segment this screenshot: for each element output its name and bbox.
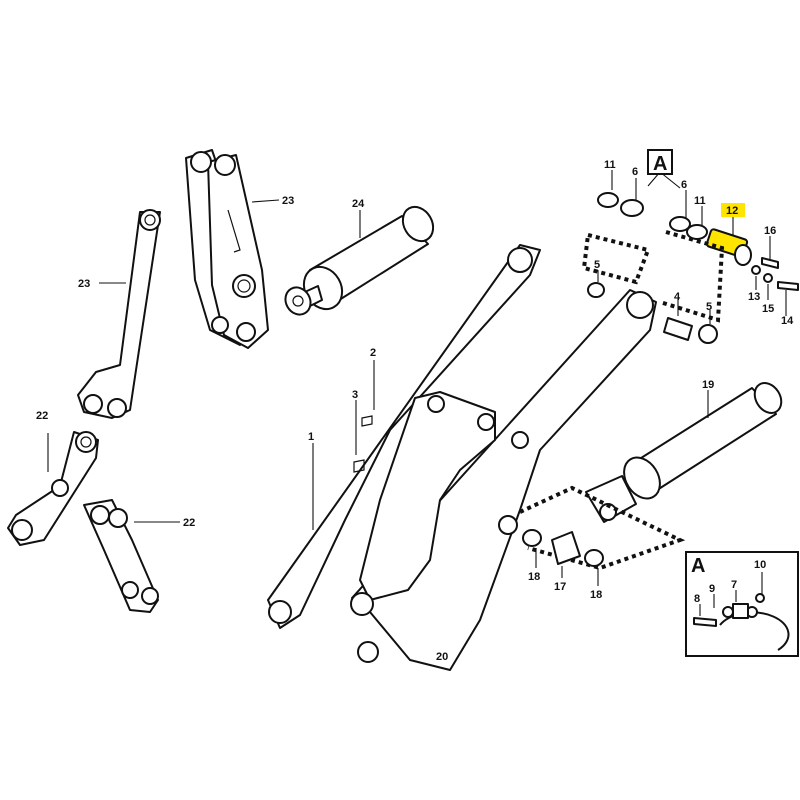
label-18b: 18 (590, 589, 602, 601)
label-8: 8 (694, 593, 700, 605)
label-11b: 11 (694, 195, 706, 207)
upper-pivot-hardware (581, 192, 799, 344)
detail-a-marker-box (647, 149, 673, 175)
label-5a: 5 (594, 259, 600, 271)
label-23b: 23 (282, 195, 294, 207)
label-14: 14 (781, 315, 794, 327)
label-5b: 5 (706, 301, 712, 313)
label-19: 19 (702, 379, 714, 391)
leader-lines (47, 170, 787, 586)
label-20: 20 (436, 651, 448, 663)
label-2: 2 (370, 347, 376, 359)
part-1-lift-arm (267, 244, 657, 671)
label-12-highlight (721, 203, 745, 217)
part-22-upper-link (7, 431, 99, 546)
label-18a: 18 (528, 571, 540, 583)
label-12: 12 (726, 205, 738, 217)
part-19-cylinder (585, 382, 783, 523)
label-6b: 6 (681, 179, 687, 191)
callout-labels: 23 23 24 22 22 1 2 3 19 11 6 6 11 12 16 … (36, 149, 794, 663)
label-22a: 22 (36, 410, 48, 422)
label-17: 17 (554, 581, 566, 593)
label-24: 24 (352, 198, 365, 210)
part-24-cylinder (284, 205, 435, 316)
label-3: 3 (352, 389, 358, 401)
label-10: 10 (754, 559, 766, 571)
label-4: 4 (674, 291, 681, 303)
detail-a-box-label: A (691, 555, 705, 577)
part-23-bellcrank (185, 149, 269, 349)
label-23a: 23 (78, 278, 90, 290)
label-7: 7 (731, 579, 737, 591)
label-9: 9 (709, 583, 715, 595)
label-15: 15 (762, 303, 774, 315)
label-6a: 6 (632, 166, 638, 178)
label-16: 16 (764, 225, 776, 237)
part-22-curved-link (83, 499, 159, 613)
lower-pivot-hardware (519, 485, 686, 571)
label-1: 1 (308, 431, 314, 443)
detail-a-panel: A 8 9 7 10 (685, 551, 799, 657)
detail-a-marker-label: A (653, 153, 667, 175)
part-23-link-rod (77, 209, 161, 419)
label-11a: 11 (604, 159, 616, 171)
label-13: 13 (748, 291, 760, 303)
label-22b: 22 (183, 517, 195, 529)
